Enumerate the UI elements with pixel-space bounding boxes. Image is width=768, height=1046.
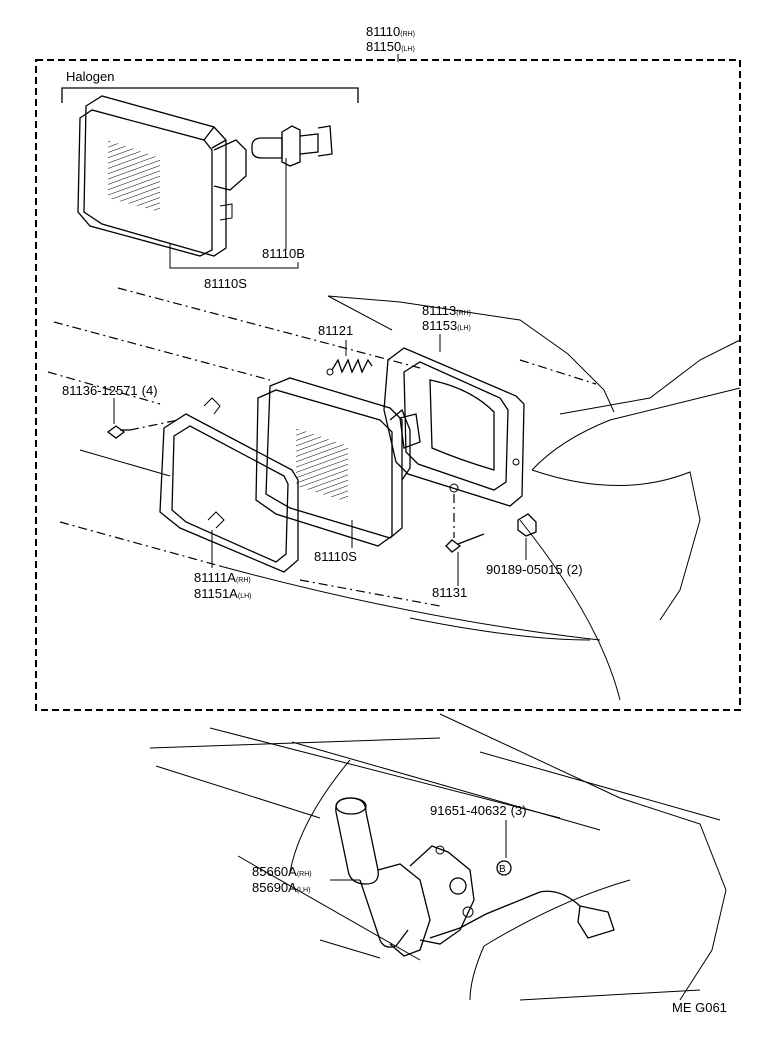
assembly-part-numbers: 81110(RH) 81150(LH) — [366, 24, 415, 62]
svg-text:91651-40632(3): 91651-40632(3) — [430, 803, 527, 818]
svg-text:90189-05015(2): 90189-05015(2) — [486, 562, 583, 577]
callout-b-label: B — [499, 864, 506, 875]
sealed-beam-part-number: 81110S — [314, 549, 357, 564]
halogen-unit-part-number: 81110S — [204, 276, 247, 291]
adjusting-spring: 81121 — [318, 323, 373, 376]
halogen-label: Halogen — [66, 69, 114, 84]
assembly-border — [35, 59, 741, 711]
headlamp-leveling-motor: 85660A(RH) 85690A(LH) — [252, 797, 615, 957]
clip-nut: 90189-05015(2) — [486, 513, 583, 577]
svg-text:85690A(LH): 85690A(LH) — [252, 880, 310, 895]
bulb-part-number: 81110B — [262, 246, 305, 261]
vehicle-body-upper — [47, 287, 741, 701]
svg-text:81110(RH): 81110(RH) — [366, 24, 415, 39]
svg-text:81151A(LH): 81151A(LH) — [194, 586, 251, 601]
diagram-code: ME G061 — [672, 1000, 727, 1015]
rim-screw: 81136-12571(4) — [62, 383, 179, 439]
halogen-headlamp-unit — [77, 95, 247, 257]
callout-b-circle — [496, 860, 512, 876]
adjusting-screw-part-number: 81131 — [432, 585, 467, 600]
adjusting-screw: 81131 — [432, 494, 485, 600]
headlamp-rim: 81111A(RH) 81151A(LH) — [159, 397, 299, 601]
halogen-section: Halogen 81110B 81110S — [61, 69, 359, 291]
svg-text:81153(LH): 81153(LH) — [422, 318, 471, 333]
svg-text:81150(LH): 81150(LH) — [366, 39, 415, 54]
halogen-bulb — [251, 125, 333, 250]
svg-text:81113(RH): 81113(RH) — [422, 303, 471, 318]
svg-text:81136-12571(4): 81136-12571(4) — [62, 383, 158, 398]
mounting-bolt-callout: 91651-40632(3) B — [430, 803, 527, 876]
vehicle-body-lower — [149, 713, 727, 1001]
spring-part-number: 81121 — [318, 323, 353, 338]
headlamp-housing: 81113(RH) 81153(LH) — [383, 303, 525, 507]
svg-text:85660A(RH): 85660A(RH) — [252, 864, 312, 879]
svg-text:81111A(RH): 81111A(RH) — [194, 570, 251, 585]
sealed-beam-unit: 81110S — [255, 377, 411, 564]
